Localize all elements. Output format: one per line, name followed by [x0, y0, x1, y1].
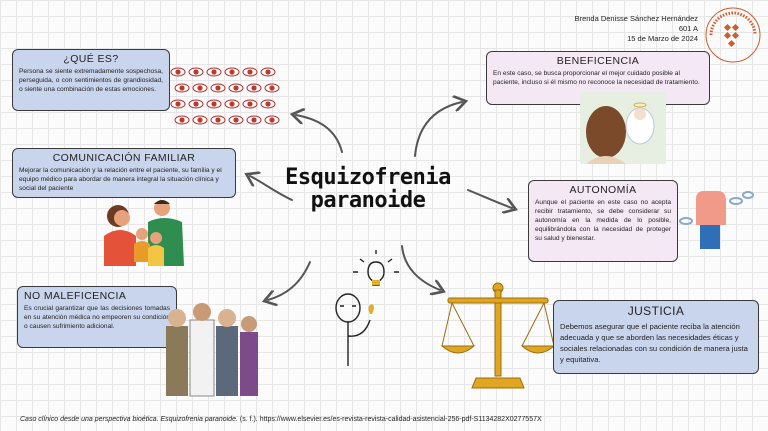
pupil — [251, 117, 257, 123]
university-logo — [705, 7, 761, 63]
box-title: BENEFICENCIA — [556, 55, 640, 67]
box-title: JUSTICIA — [627, 304, 685, 318]
pupil — [247, 101, 253, 107]
pupil — [193, 101, 199, 107]
pupil — [247, 69, 253, 75]
family-illustration — [104, 200, 184, 266]
arrow-justicia — [401, 245, 440, 290]
pupil — [233, 85, 239, 91]
date-label: 15 de Marzo de 2024 — [627, 34, 698, 44]
pupil — [233, 117, 239, 123]
pupil — [179, 85, 185, 91]
center-title: Esquizofrenia paranoide — [268, 166, 468, 212]
pupil — [193, 69, 199, 75]
pupil — [211, 101, 217, 107]
pupil — [175, 69, 181, 75]
pupil — [269, 117, 275, 123]
box-que-es: ¿QUÉ ES? Persona se siente extremadament… — [12, 49, 170, 111]
box-body: Es crucial garantizar que las decisiones… — [24, 305, 170, 330]
box-body: Aunque el paciente en este caso no acept… — [535, 199, 671, 242]
box-comunicacion-familiar: COMUNICACIÓN FAMILIAR Mejorar la comunic… — [12, 148, 236, 198]
pupil — [269, 85, 275, 91]
center-title-line1: Esquizofrenia — [285, 165, 451, 190]
pupil — [211, 69, 217, 75]
broken-chain-fist-illustration — [679, 191, 754, 249]
box-body: Persona se siente extremadamente sospech… — [19, 68, 163, 93]
justice-scale-illustration — [440, 282, 556, 389]
doctors-illustration — [166, 303, 258, 397]
pupil — [265, 69, 271, 75]
eyes-illustration — [170, 67, 280, 125]
box-justicia: JUSTICIA Debemos asegurar que el pacient… — [553, 300, 759, 374]
center-title-line2: paranoide — [310, 188, 426, 214]
arrow-autonomia — [467, 189, 512, 208]
box-title: ¿QUÉ ES? — [63, 53, 119, 65]
pupil — [229, 101, 235, 107]
box-autonomia: AUTONOMÍA Aunque el paciente en este cas… — [528, 180, 678, 262]
group-label: 601 A — [678, 24, 698, 34]
box-no-maleficencia: NO MALEFICENCIA Es crucial garantizar qu… — [17, 286, 177, 348]
pupil — [229, 69, 235, 75]
box-title: AUTONOMÍA — [569, 184, 637, 196]
citation-source: (s. f.). https://www.elsevier.es/es-revi… — [237, 416, 542, 423]
angel-illustration — [580, 92, 666, 164]
thinking-person-illustration — [335, 250, 399, 366]
citation-title: Caso clínico desde una perspectiva bioét… — [20, 416, 238, 423]
box-title: NO MALEFICENCIA — [24, 290, 127, 302]
box-title: COMUNICACIÓN FAMILIAR — [52, 152, 196, 164]
pupil — [215, 85, 221, 91]
box-body: En este caso, se busca proporcionar el m… — [493, 70, 700, 86]
arrow-comunicacion — [250, 176, 293, 201]
arrow-no-maleficencia — [268, 261, 311, 300]
arrow-beneficencia — [414, 102, 462, 157]
author-name: Brenda Denisse Sánchez Hernández — [574, 14, 698, 23]
pupil — [265, 101, 271, 107]
pupil — [175, 101, 181, 107]
box-body: Mejorar la comunicación y la relación en… — [19, 167, 222, 192]
pupil — [197, 117, 203, 123]
footer-citation: Caso clínico desde una perspectiva bioét… — [20, 416, 542, 423]
pupil — [179, 117, 185, 123]
header-info: Brenda Denisse Sánchez Hernández 601 A 1… — [575, 14, 698, 44]
arrow-que-es — [296, 115, 343, 153]
pupil — [215, 117, 221, 123]
pupil — [251, 85, 257, 91]
pupil — [197, 85, 203, 91]
box-body: Debemos asegurar que el paciente reciba … — [560, 322, 748, 364]
